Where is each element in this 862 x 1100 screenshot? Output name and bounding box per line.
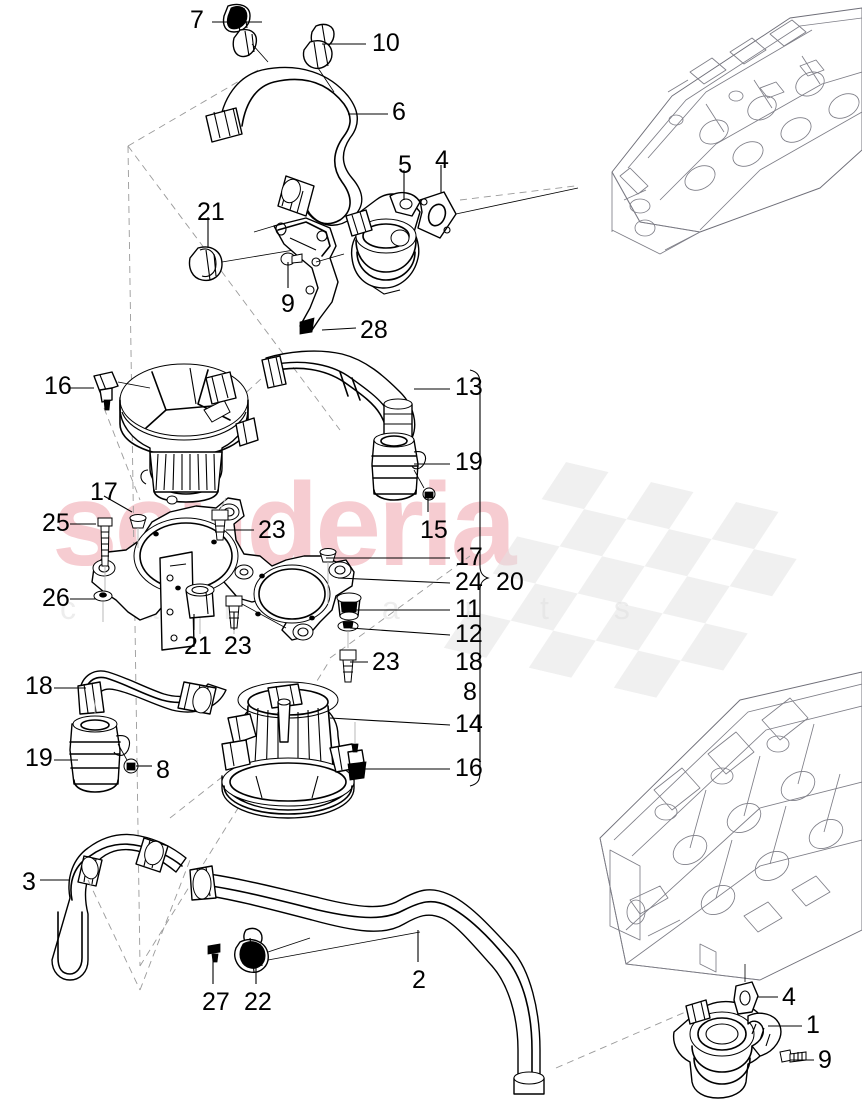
callout-2: 2 — [412, 966, 426, 994]
callout-25: 25 — [42, 509, 70, 537]
part-11-rubber-grommet — [336, 592, 362, 621]
part-25-bolt-long — [97, 517, 113, 600]
part-10-hose-clamp — [302, 23, 335, 93]
cylinder-head-lower-ghost — [599, 671, 862, 981]
callout-27: 27 — [202, 988, 230, 1016]
leader-line-24 — [337, 577, 451, 584]
callout-19: 19 — [455, 448, 483, 476]
part-1-combi-valve-lower — [672, 999, 800, 1099]
callout-7: 7 — [190, 6, 204, 34]
callout-9: 9 — [818, 1046, 832, 1074]
callout-23: 23 — [224, 632, 252, 660]
part-19-air-filter-upper — [371, 432, 427, 501]
part-23-bolt-top — [211, 497, 229, 541]
callout-23: 23 — [372, 648, 400, 676]
callout-14: 14 — [455, 710, 483, 738]
part-2-air-hose-long — [189, 865, 545, 1095]
part-28-support-bracket — [253, 217, 345, 335]
callout-26: 26 — [42, 584, 70, 612]
leader-line-28 — [321, 327, 357, 331]
callout-21: 21 — [197, 198, 225, 226]
part-4-gasket-lower — [733, 964, 759, 1015]
callout-16: 16 — [44, 372, 72, 400]
callout-12: 12 — [455, 620, 483, 648]
part-23-bolt-right — [339, 649, 357, 683]
part-17-nut-left — [129, 514, 147, 548]
part-26-washer — [93, 590, 113, 622]
callout-4: 4 — [782, 983, 796, 1011]
part-21-bush-upper — [188, 246, 307, 282]
leader-line-17 — [103, 495, 133, 513]
callout-21: 21 — [184, 632, 212, 660]
group-20-bracket — [469, 369, 490, 787]
callout-17: 17 — [90, 478, 118, 506]
part-20-secondary-air-pump-upper — [119, 363, 259, 505]
callout-20: 20 — [496, 568, 524, 596]
callout-15: 15 — [420, 516, 448, 544]
part-12-washer — [337, 620, 359, 648]
part-13-air-hose-pump-inlet — [261, 350, 416, 439]
cylinder-head-upper-ghost — [611, 7, 862, 255]
callout-leader-lines — [40, 21, 814, 1061]
callout-19: 19 — [25, 744, 53, 772]
part-17-nut-right — [319, 548, 337, 604]
part-19-air-filter-lower — [69, 700, 131, 793]
callout-5: 5 — [398, 151, 412, 179]
callout-8: 8 — [156, 756, 170, 784]
callout-17: 17 — [455, 543, 483, 571]
callout-3: 3 — [22, 868, 36, 896]
leader-line-14 — [329, 717, 451, 726]
callout-23: 23 — [258, 516, 286, 544]
part-27-bolt-small — [207, 943, 221, 963]
leader-line-12 — [349, 627, 451, 636]
part-8-clip-lower — [117, 743, 139, 774]
callout-10: 10 — [372, 29, 400, 57]
callout-22: 22 — [244, 988, 272, 1016]
callout-1: 1 — [806, 1011, 820, 1039]
callout-9: 9 — [281, 290, 295, 318]
part-14-secondary-air-pump-lower — [221, 681, 359, 819]
callout-13: 13 — [455, 373, 483, 401]
part-7-hose-clamp — [222, 3, 269, 63]
callout-11: 11 — [455, 595, 481, 623]
part-21-bush-mid — [185, 583, 215, 634]
part-16-connector-lower — [347, 722, 367, 781]
part-4-gasket-upper — [417, 187, 579, 239]
callout-8: 8 — [463, 678, 477, 706]
part-15-retaining-clip — [413, 469, 436, 501]
callout-4: 4 — [435, 146, 449, 174]
part-9-bolt-upper — [280, 252, 303, 266]
part-24-mounting-bracket — [91, 497, 355, 651]
callout-28: 28 — [360, 316, 388, 344]
callout-24: 24 — [455, 568, 483, 596]
callout-16: 16 — [455, 754, 483, 782]
callout-6: 6 — [392, 98, 406, 126]
part-22-pipe-clamp — [234, 927, 421, 973]
part-16-connector-upper — [93, 371, 151, 411]
part-3-air-hose-loop — [51, 833, 191, 991]
callout-18: 18 — [25, 672, 53, 700]
callout-18: 18 — [455, 648, 483, 676]
part-18-air-hose-short-left — [77, 670, 227, 715]
part-6-air-hose-upper — [205, 66, 363, 226]
part-5-combi-valve-upper — [345, 191, 421, 295]
